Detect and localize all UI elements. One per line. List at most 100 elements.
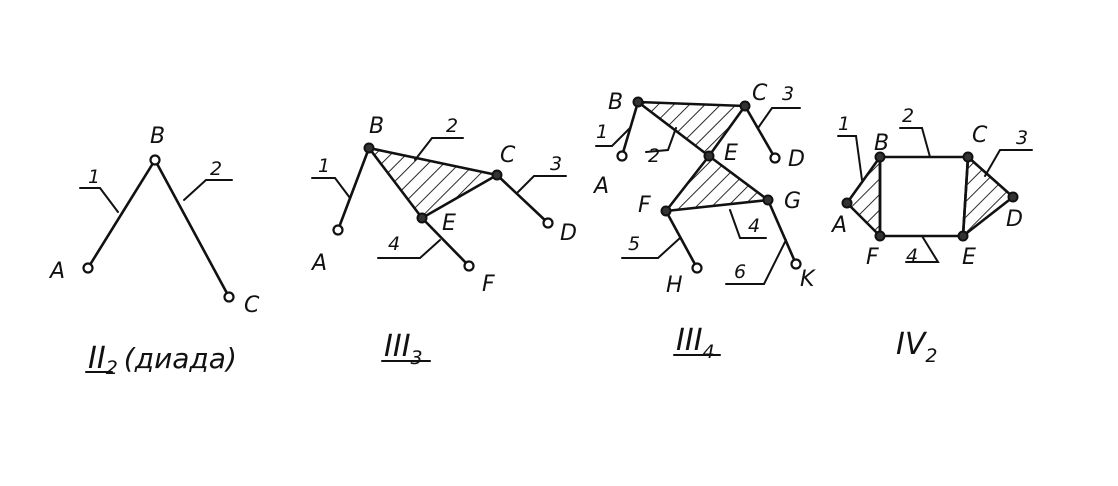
- caption-sub: 2: [925, 345, 937, 367]
- label-d: D: [1006, 207, 1023, 232]
- caption-main: III: [384, 329, 411, 364]
- quad-loop: [878, 155, 970, 238]
- leader-2: [645, 127, 677, 153]
- caption-main: II: [88, 341, 106, 376]
- label-b: B: [608, 90, 623, 115]
- leader-1: [595, 127, 631, 147]
- label-d: D: [560, 221, 577, 246]
- joint-e: [703, 150, 715, 162]
- caption-group-3: III4: [676, 323, 715, 363]
- label-f: F: [638, 193, 651, 218]
- link-label-1: 1: [596, 121, 608, 143]
- label-k: K: [800, 267, 816, 292]
- joint-a: [616, 150, 628, 162]
- joint-g: [762, 194, 774, 206]
- joint-b: [632, 96, 644, 108]
- joint-a: [332, 224, 344, 236]
- link-label-2: 2: [210, 158, 222, 180]
- link-label-1: 1: [318, 155, 330, 177]
- triangle-link-2: [367, 146, 499, 220]
- link-label-3: 3: [1016, 127, 1028, 149]
- joint-a: [841, 197, 853, 209]
- joint-b: [874, 151, 886, 163]
- group-iii3: A B C D E F 1 2 3 4 III3: [310, 114, 577, 369]
- joint-c: [739, 100, 751, 112]
- leader-2: [414, 137, 464, 161]
- caption-group-2: III3: [384, 329, 423, 369]
- link-2: [153, 158, 231, 299]
- group-dyad: A B C 1 2 II2(диада): [48, 124, 260, 379]
- link-label-3: 3: [782, 83, 794, 105]
- leader-6: [725, 239, 787, 285]
- joint-f: [660, 205, 672, 217]
- link-3: [495, 173, 550, 225]
- link-label-4: 4: [906, 245, 918, 267]
- triangle-link-4: [664, 154, 770, 213]
- joint-h: [691, 262, 703, 274]
- leader-3: [757, 107, 801, 129]
- joint-d: [542, 217, 554, 229]
- label-a: A: [830, 213, 847, 238]
- joint-e: [957, 230, 969, 242]
- link-label-4: 4: [748, 215, 760, 237]
- link-5: [664, 209, 699, 270]
- leader-4: [377, 239, 441, 259]
- link-label-1: 1: [838, 113, 850, 135]
- caption-sub: 2: [106, 357, 118, 379]
- caption-main: III: [676, 323, 703, 358]
- caption-sub: 4: [703, 341, 715, 363]
- leader-2: [899, 127, 931, 158]
- label-c: C: [752, 81, 768, 106]
- label-a: A: [48, 259, 65, 284]
- caption-extra: (диада): [124, 342, 237, 375]
- label-g: G: [784, 189, 801, 214]
- leader-4: [905, 235, 940, 263]
- label-d: D: [788, 147, 805, 172]
- label-e: E: [442, 211, 456, 236]
- label-c: C: [500, 143, 516, 168]
- link-6: [766, 198, 798, 266]
- link-label-3: 3: [550, 153, 562, 175]
- link-label-2: 2: [902, 105, 914, 127]
- joint-c: [962, 151, 974, 163]
- joint-d: [1007, 191, 1019, 203]
- link-label-2: 2: [648, 145, 660, 167]
- leader-1: [311, 177, 351, 199]
- link-1: [86, 158, 157, 270]
- leader-2: [183, 179, 233, 201]
- joint-d: [769, 152, 781, 164]
- group-iv2: A B C D E F 1 2 3 4 IV2: [830, 105, 1033, 367]
- link-label-1: 1: [88, 166, 100, 188]
- leader-3: [517, 175, 567, 193]
- link-3: [743, 104, 777, 160]
- caption-sub: 3: [411, 347, 423, 369]
- caption-group-1: II2 (диада): [88, 341, 237, 379]
- joint-f: [874, 230, 886, 242]
- caption-main: IV: [896, 327, 928, 362]
- joint-f: [463, 260, 475, 272]
- label-b: B: [874, 131, 889, 156]
- leader-5: [621, 237, 681, 259]
- label-c: C: [244, 293, 260, 318]
- leader-1: [837, 135, 863, 181]
- link-label-5: 5: [628, 233, 640, 255]
- link-label-6: 6: [734, 261, 746, 283]
- label-f: F: [482, 272, 495, 297]
- label-a: A: [592, 174, 609, 199]
- label-e: E: [962, 245, 976, 270]
- label-c: C: [972, 123, 988, 148]
- link-label-4: 4: [388, 233, 400, 255]
- link-1: [336, 146, 371, 232]
- label-b: B: [369, 114, 384, 139]
- joint-c: [223, 291, 235, 303]
- joint-a: [82, 262, 94, 274]
- leader-1: [79, 187, 119, 213]
- joint-b: [149, 154, 161, 166]
- joint-c: [491, 169, 503, 181]
- label-a: A: [310, 251, 327, 276]
- leader-4: [729, 209, 767, 239]
- label-b: B: [150, 124, 165, 149]
- label-f: F: [866, 245, 879, 270]
- label-h: H: [666, 273, 683, 298]
